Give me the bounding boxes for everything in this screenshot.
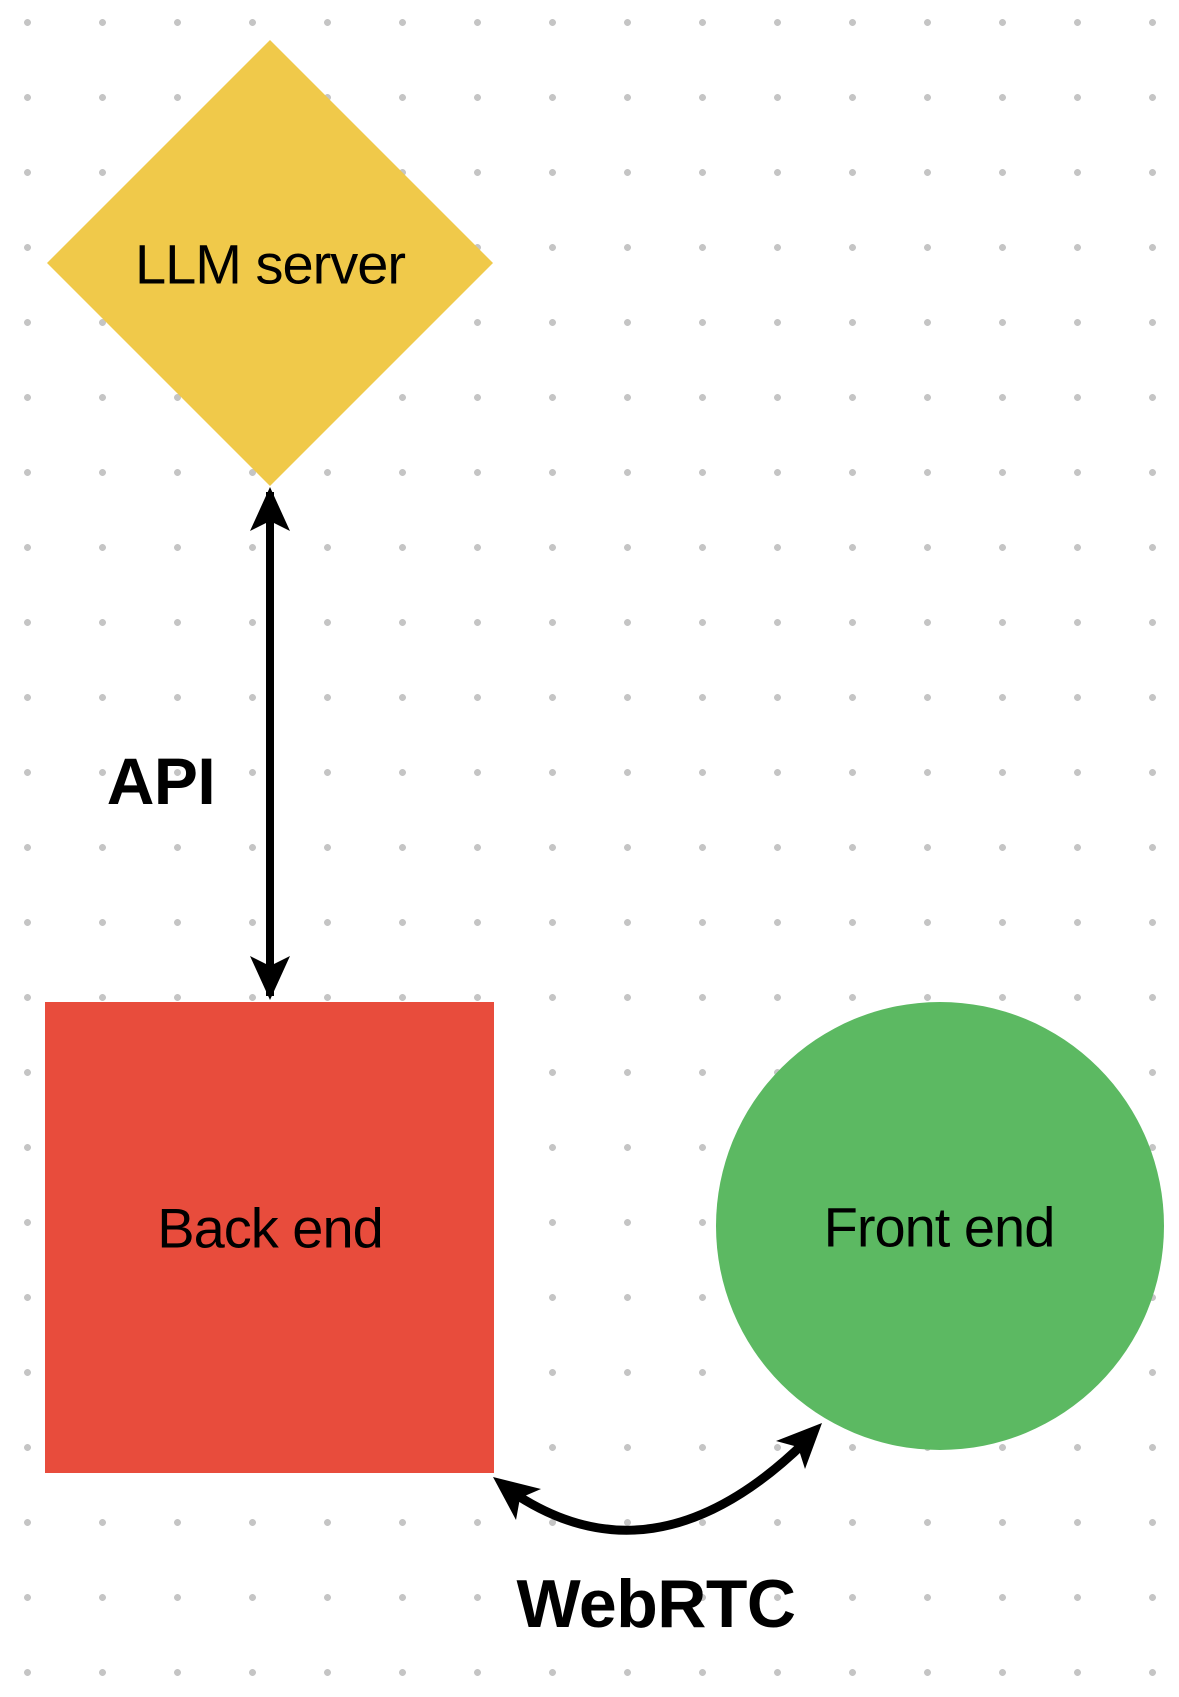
webrtc-arrow-shaft: [502, 1438, 809, 1535]
api-connector-label[interactable]: API: [106, 744, 216, 818]
back-end-label[interactable]: Back end: [157, 1196, 383, 1260]
webrtc-arrowhead-left: [493, 1477, 541, 1520]
webrtc-arrow[interactable]: [493, 1423, 822, 1535]
api-arrowhead-top: [250, 487, 290, 531]
back-end-square-shape[interactable]: [45, 1002, 494, 1473]
llm-server-diamond-shape[interactable]: [47, 40, 493, 486]
llm-server-label[interactable]: LLM server: [134, 232, 406, 296]
webrtc-arrowhead-right: [776, 1423, 822, 1469]
front-end-circle-shape[interactable]: [716, 1002, 1164, 1450]
webrtc-connector-label[interactable]: WebRTC: [516, 1566, 796, 1642]
api-arrow[interactable]: [250, 487, 290, 1000]
api-arrowhead-bottom: [250, 956, 290, 1000]
front-end-label[interactable]: Front end: [823, 1195, 1056, 1259]
